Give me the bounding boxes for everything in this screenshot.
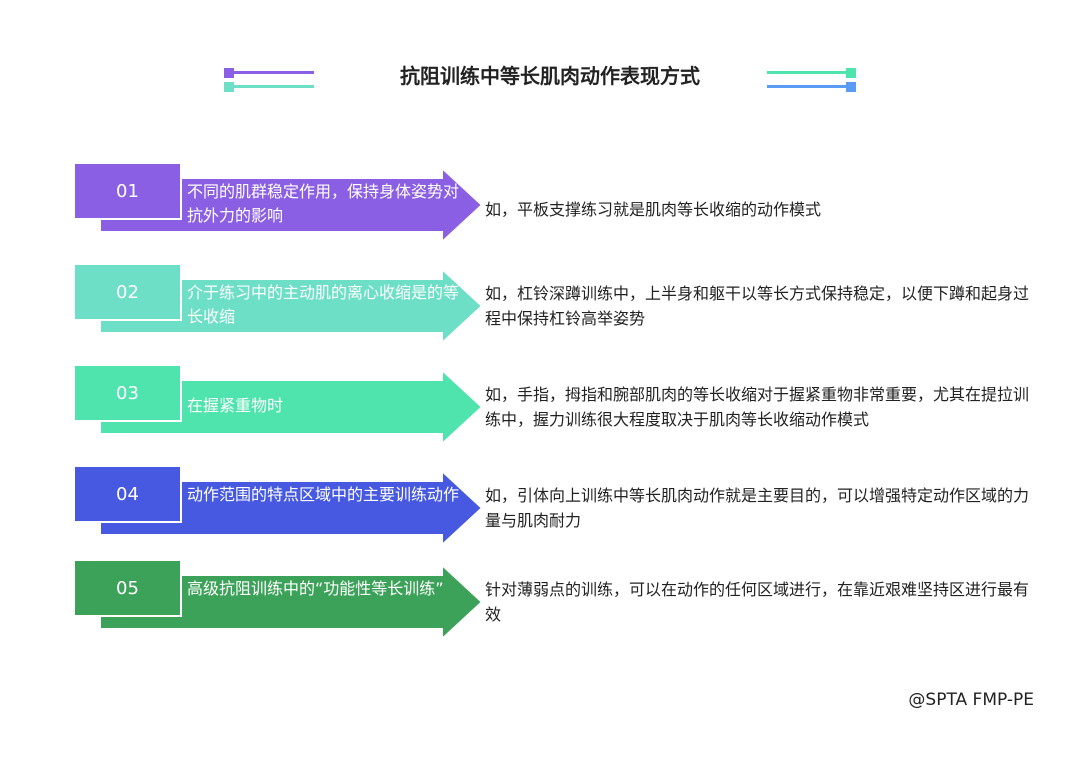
credit: @SPTA FMP-PE	[908, 690, 1034, 710]
decor-line	[228, 85, 314, 88]
row-label: 介于练习中的主动肌的离心收缩是的等长收缩	[187, 283, 460, 326]
row-number: 04	[73, 465, 182, 523]
row-description: 如，引体向上训练中等长肌肉动作就是主要目的，可以增强特定动作区域的力量与肌肉耐力	[485, 486, 1030, 530]
row-number: 03	[73, 364, 182, 422]
row-label: 动作范围的特点区域中的主要训练动作	[187, 485, 460, 504]
decor-square	[846, 68, 856, 78]
row-description: 如，杠铃深蹲训练中，上半身和躯干以等长方式保持稳定，以便下蹲和起身过程中保持杠铃…	[485, 284, 1030, 328]
arrow	[99, 468, 484, 548]
arrow	[99, 562, 484, 642]
decor-line	[228, 71, 314, 74]
page-title: 抗阻训练中等长肌肉动作表现方式	[400, 64, 700, 88]
row-04: 04 动作范围的特点区域中的主要训练动作 如，引体向上训练中等长肌肉动作就是主要…	[0, 465, 1080, 557]
row-number: 02	[73, 263, 182, 321]
row-label: 不同的肌群稳定作用，保持身体姿势对抗外力的影响	[187, 182, 460, 225]
row-label: 高级抗阻训练中的“功能性等长训练”	[187, 579, 444, 598]
decor-square	[224, 82, 234, 92]
decor-square	[846, 82, 856, 92]
decor-line	[767, 85, 853, 88]
row-02: 02 介于练习中的主动肌的离心收缩是的等长收缩 如，杠铃深蹲训练中，上半身和躯干…	[0, 263, 1080, 355]
decor-line	[767, 71, 853, 74]
row-01: 01 不同的肌群稳定作用，保持身体姿势对抗外力的影响 如，平板支撑练习就是肌肉等…	[0, 162, 1080, 254]
row-number: 05	[73, 559, 182, 617]
row-05: 05 高级抗阻训练中的“功能性等长训练” 针对薄弱点的训练，可以在动作的任何区域…	[0, 559, 1080, 651]
row-description: 如，手指，拇指和腕部肌肉的等长收缩对于握紧重物非常重要，尤其在提拉训练中，握力训…	[485, 385, 1030, 429]
row-03: 03 在握紧重物时 如，手指，拇指和腕部肌肉的等长收缩对于握紧重物非常重要，尤其…	[0, 364, 1080, 456]
arrow	[99, 266, 484, 346]
row-label: 在握紧重物时	[187, 396, 284, 415]
row-number: 01	[73, 162, 182, 220]
arrow	[99, 367, 484, 447]
arrow	[99, 165, 484, 245]
decor-square	[224, 68, 234, 78]
row-description: 针对薄弱点的训练，可以在动作的任何区域进行，在靠近艰难坚持区进行最有效	[485, 580, 1030, 624]
row-description: 如，平板支撑练习就是肌肉等长收缩的动作模式	[485, 200, 822, 219]
